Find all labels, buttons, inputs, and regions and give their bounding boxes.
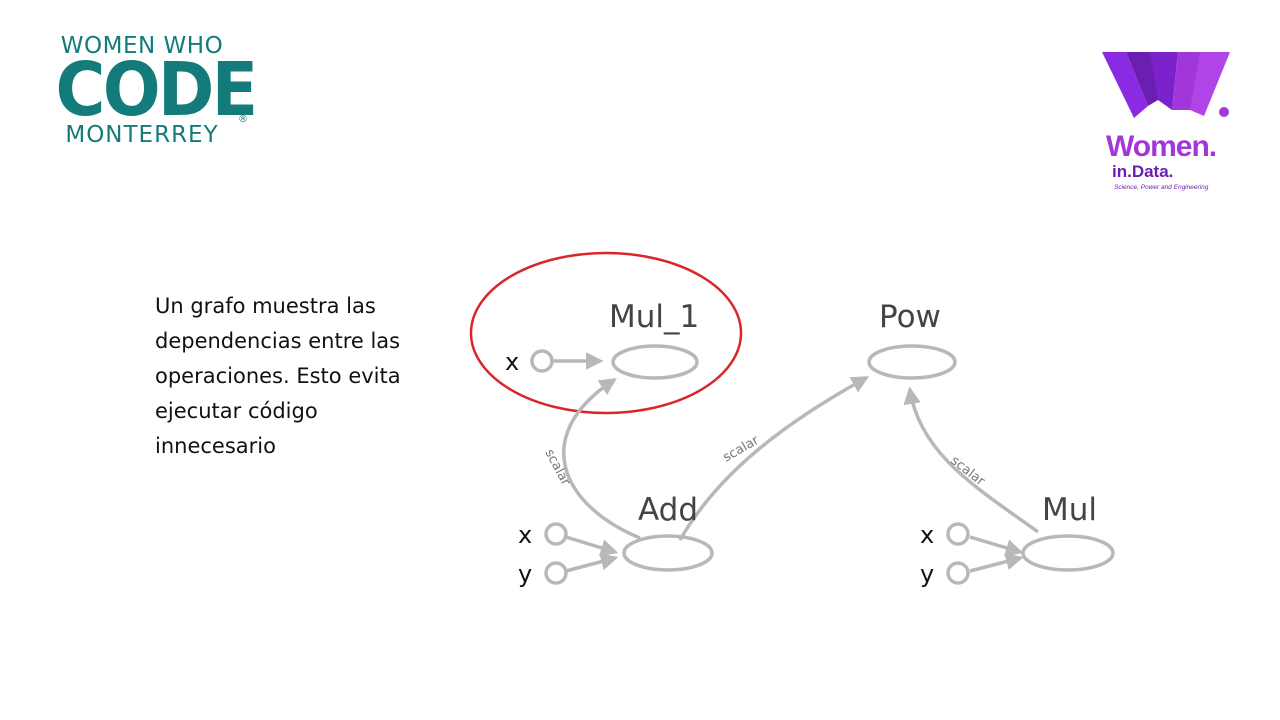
node-mul1: [611, 344, 699, 380]
women-who-code-logo: WOMEN WHO CODE MONTERREY ®: [48, 33, 259, 148]
registered-mark: ®: [238, 114, 248, 125]
node-pow: [867, 344, 957, 380]
edge-x-to-add: [565, 535, 619, 557]
logo-tagline: Science, Power and Engineering: [1114, 184, 1209, 191]
input-port: [544, 561, 568, 585]
node-add: [622, 534, 714, 572]
input-port: [946, 561, 970, 585]
input-port: [544, 522, 568, 546]
node-label-pow: Pow: [879, 299, 941, 335]
edge-y-to-mul: [969, 553, 1024, 573]
text-line: ejecutar código: [155, 399, 318, 423]
logo-line-monterrey: MONTERREY: [65, 122, 219, 148]
edge-add-to-pow: [678, 376, 870, 541]
input-label: x: [505, 348, 519, 376]
explanation-text: Un grafo muestra las dependencias entre …: [155, 289, 455, 464]
edge-label: scalar: [541, 447, 573, 489]
logo-in-data: in.Data.: [1112, 162, 1174, 181]
input-port: [530, 349, 554, 373]
input-label: x: [518, 521, 532, 549]
w-mark-icon: [1102, 52, 1230, 118]
text-line: innecesario: [155, 434, 276, 458]
node-mul: [1021, 534, 1115, 572]
input-port: [946, 522, 970, 546]
input-label: y: [518, 560, 532, 588]
logo-line-code: CODE: [55, 47, 259, 133]
node-label-mul1: Mul_1: [609, 299, 699, 335]
input-label: x: [920, 521, 934, 549]
highlight-circle: [469, 251, 743, 415]
logo-line-women-who: WOMEN WHO: [60, 33, 224, 59]
text-line: operaciones. Esto evita: [155, 364, 401, 388]
edge-add-to-mul1: [562, 378, 641, 540]
edge-x-to-mul: [969, 535, 1024, 557]
women-in-data-logo: Women. in.Data. Science, Power and Engin…: [1096, 44, 1236, 191]
input-label: y: [920, 560, 934, 588]
edge-label: scalar: [948, 453, 988, 489]
logo-women-word: Women.: [1106, 130, 1217, 163]
edge-mul-to-pow: [903, 386, 1040, 534]
text-line: dependencias entre las: [155, 329, 401, 353]
edge-label: scalar: [721, 433, 763, 466]
node-label-add: Add: [638, 492, 698, 528]
node-label-mul: Mul: [1042, 492, 1097, 528]
text-line: Un grafo muestra las: [155, 294, 376, 318]
edge-y-to-add: [565, 553, 619, 573]
